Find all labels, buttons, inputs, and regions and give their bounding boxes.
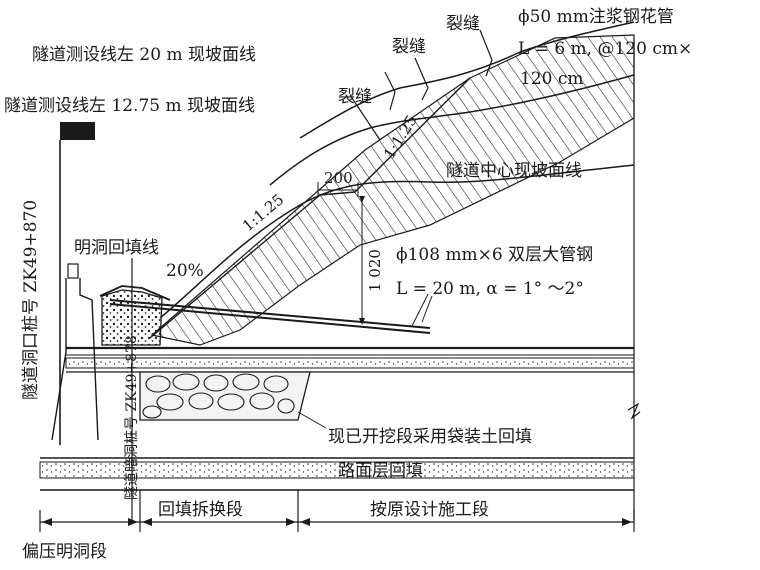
- label-grout-pipe-3: 120 cm: [520, 69, 584, 89]
- segment-arrow-2: [128, 518, 138, 526]
- road-fill-band: [39, 461, 635, 479]
- label-segment-original-design: 按原设计施工段: [370, 500, 489, 520]
- label-segment-backfill-replace: 回填拆换段: [158, 500, 243, 520]
- label-slope-left-12-75m: 隧道测设线左 12.75 m 现坡面线: [4, 96, 255, 116]
- label-pipe-roof-2: L = 20 m, α = 1° ～2°: [396, 279, 584, 299]
- portal-cap: [67, 263, 79, 279]
- segment-arrow-1: [42, 518, 52, 526]
- label-pipe-roof-1: ϕ108 mm×6 双层大管钢: [396, 245, 593, 265]
- label-portal-station: 隧道洞口桩号 ZK49+870: [21, 200, 41, 400]
- sandbag-stones: [142, 373, 295, 419]
- label-crack-2: 裂缝: [392, 37, 426, 57]
- label-dim-1020: 1 020: [366, 249, 384, 292]
- crack-mark-1: [384, 71, 396, 111]
- slope-line-center: [159, 164, 635, 319]
- slope-line-left-12-75m: [269, 74, 635, 186]
- lining-band: [65, 357, 635, 369]
- label-segment-bias-open-cut: 偏压明洞段: [22, 542, 107, 562]
- portal-structure: [51, 278, 67, 441]
- segment-arrow-4: [286, 518, 296, 526]
- cut-slope-lower: [149, 194, 321, 339]
- segment-arrow-6: [622, 518, 632, 526]
- label-crack-3: 裂缝: [338, 87, 372, 107]
- label-grout-pipe-1: ϕ50 mm注浆钢花管: [518, 7, 674, 27]
- slope-line-left-20m: [299, 21, 635, 139]
- label-slope-left-20m: 隧道测设线左 20 m 现坡面线: [32, 45, 256, 65]
- label-center-slope: 隧道中心现坡面线: [446, 161, 582, 181]
- label-backfill-line: 明洞回填线: [74, 238, 159, 258]
- crack-mark-3: [349, 94, 381, 141]
- pipe-roof-1: [109, 299, 431, 329]
- crack-mark-2: [414, 57, 429, 101]
- label-portal-station-2: 隧道暗洞桩号 ZK49+878: [123, 335, 140, 500]
- berm: [319, 191, 356, 196]
- portal-structure-2: [79, 278, 99, 441]
- segment-arrow-5: [300, 518, 310, 526]
- segment-arrow-3: [142, 518, 152, 526]
- label-grade-20: 20%: [166, 261, 204, 281]
- pipe-roof-leader-1: [421, 295, 433, 323]
- label-dim-200: 200: [324, 169, 353, 187]
- sandbag-leader: [297, 411, 327, 429]
- crack-mark-4: [479, 29, 493, 77]
- label-grout-pipe-2: L = 6 m, @120 cm×: [518, 39, 692, 59]
- pipe-roof-leader-2: [411, 293, 429, 327]
- label-sandbag-backfill: 现已开挖段采用袋装土回填: [328, 427, 532, 447]
- portal-flag: [60, 122, 95, 140]
- cut-slope-upper: [354, 77, 471, 193]
- label-crack-1: 裂缝: [446, 14, 480, 34]
- pipe-roof-2: [109, 303, 431, 334]
- right-boundary-break: [627, 402, 641, 420]
- label-road-backfill: 路面层回填: [338, 461, 423, 481]
